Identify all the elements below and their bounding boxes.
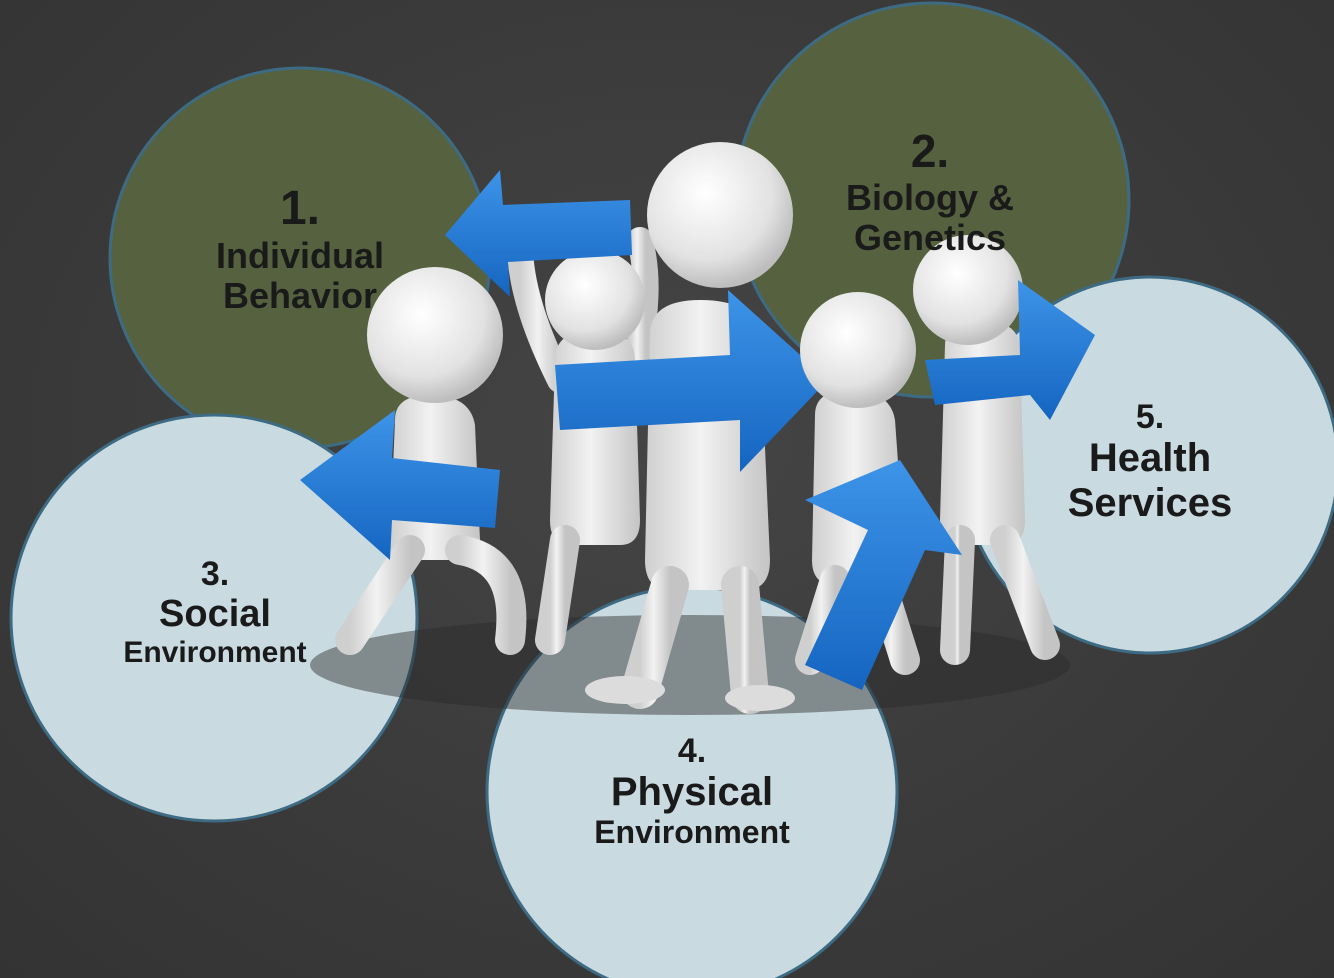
arrow-to-health-services <box>925 280 1095 420</box>
label-physical-environment: 4. Physical Environment <box>560 732 824 851</box>
arrow-center-right <box>555 290 828 472</box>
factor-name: Biology & <box>846 176 1014 218</box>
circle-social-environment <box>9 413 419 823</box>
label-health-services: 5. Health Services <box>1030 398 1270 526</box>
figure-arms-up <box>507 227 659 655</box>
factor-number: 2. <box>910 125 950 177</box>
arrow-to-physical <box>805 460 962 690</box>
arrow-to-social <box>300 410 500 560</box>
factor-name: Individual <box>215 234 384 276</box>
factor-name-2: Behavior <box>222 275 378 317</box>
factor-name-2: Services <box>1067 480 1233 525</box>
factor-name-2: Environment <box>594 813 790 850</box>
factor-name: Health <box>1088 436 1212 481</box>
label-social-environment: 3. Social Environment <box>90 555 340 669</box>
arrow-to-individual <box>445 170 632 297</box>
factor-name: Social <box>159 593 271 636</box>
label-biology-genetics: 2. Biology & Genetics <box>810 125 1050 258</box>
label-individual-behavior: 1. Individual Behavior <box>180 182 420 316</box>
factor-name-2: Genetics <box>853 216 1007 258</box>
factor-name: Physical <box>610 770 774 815</box>
factor-number: 4. <box>677 732 707 770</box>
factor-name-2: Environment <box>123 635 307 669</box>
factor-number: 1. <box>279 182 321 235</box>
factor-number: 5. <box>1135 398 1165 436</box>
factor-number: 3. <box>200 555 230 593</box>
